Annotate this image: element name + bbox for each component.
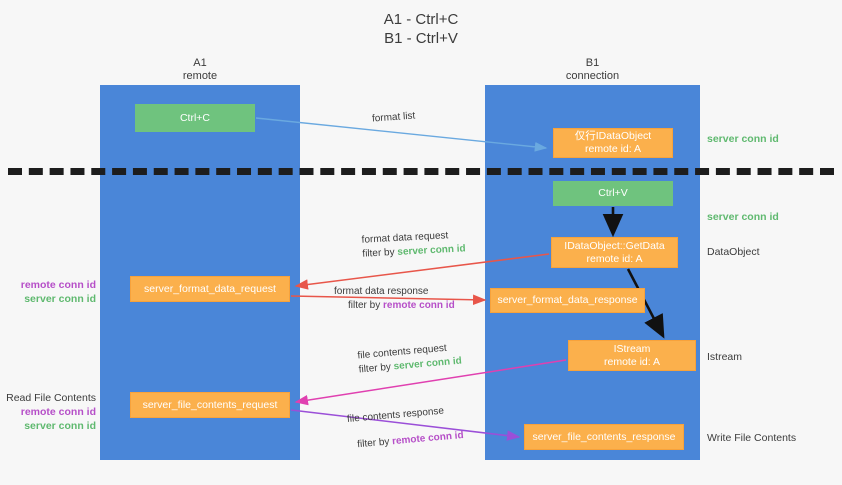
message-file-resp-prefix: filter by <box>356 436 393 451</box>
lane-header-a1: A1 remote <box>100 57 300 83</box>
note-write-file-contents: Write File Contents <box>707 432 797 444</box>
node-idataobject-line1: 仅行IDataObject <box>574 130 652 142</box>
note-group1-server-conn-id: server conn id <box>24 293 96 305</box>
node-ctrl-v-label: Ctrl+V <box>598 187 628 199</box>
node-istream-line1: IStream <box>613 342 651 355</box>
node-fmt-req-label: server_format_data_request <box>144 282 276 295</box>
phase-divider <box>8 168 834 175</box>
message-fmt-req-prefix: filter by <box>362 246 398 260</box>
message-label-format-data-request: format data request filter by server con… <box>361 228 466 261</box>
title-line-1: A1 - Ctrl+C <box>383 11 459 28</box>
node-idataobject-getdata[interactable]: IDataObject::GetData remote id: A <box>551 237 678 268</box>
note-group1-remote-conn-id: remote conn id <box>20 279 96 291</box>
node-getdata-line2: remote id: A <box>586 252 643 265</box>
note-istream: Istream <box>707 351 743 363</box>
node-ctrl-v[interactable]: Ctrl+V <box>553 181 673 206</box>
message-file-resp-line1: file contents response <box>346 405 445 426</box>
message-file-resp-highlight: remote conn id <box>391 429 465 448</box>
message-label-file-contents-response: file contents response filter by remote … <box>346 403 464 453</box>
note-read-file-contents-heading: Read File Contents <box>6 392 96 404</box>
node-server-file-contents-response[interactable]: server_file_contents_response <box>524 424 684 450</box>
node-idataobject-line2: remote id: A <box>584 143 642 155</box>
note-conn-ids-group-1: remote conn id server conn id <box>0 278 96 306</box>
diagram-title: A1 - Ctrl+C B1 - Ctrl+V <box>0 10 842 48</box>
note-server-conn-id-top: server conn id <box>707 133 779 145</box>
lane-a1-title: A1 <box>193 57 207 69</box>
node-istream-line2: remote id: A <box>603 355 661 368</box>
message-file-resp-line2: filter by remote conn id <box>357 429 465 452</box>
node-ctrl-c[interactable]: Ctrl+C <box>135 104 255 132</box>
message-fmt-resp-line2: filter by remote conn id <box>348 299 455 313</box>
node-istream[interactable]: IStream remote id: A <box>568 340 696 371</box>
node-fmt-resp-label: server_format_data_response <box>497 294 638 306</box>
node-server-format-data-request[interactable]: server_format_data_request <box>130 276 290 302</box>
node-file-req-label: server_file_contents_request <box>142 398 278 411</box>
note-group2-remote-conn-id: remote conn id <box>20 406 96 418</box>
node-server-file-contents-request[interactable]: server_file_contents_request <box>130 392 290 418</box>
message-fmt-resp-line1: format data response <box>334 286 429 297</box>
note-dataobject: DataObject <box>707 246 760 258</box>
note-conn-ids-group-2: Read File Contents remote conn id server… <box>0 391 96 433</box>
message-fmt-resp-prefix: filter by <box>348 300 384 311</box>
message-file-req-prefix: filter by <box>358 361 395 376</box>
lane-b1-subtitle: connection <box>565 70 620 82</box>
node-ctrl-c-label: Ctrl+C <box>179 111 211 124</box>
title-line-2: B1 - Ctrl+V <box>384 30 458 47</box>
node-idataobject[interactable]: 仅行IDataObject remote id: A <box>553 128 673 158</box>
node-file-resp-label: server_file_contents_response <box>532 430 676 443</box>
lane-a1-subtitle: remote <box>182 70 218 82</box>
node-server-format-data-response[interactable]: server_format_data_response <box>490 288 645 313</box>
node-getdata-line1: IDataObject::GetData <box>564 239 665 252</box>
lane-header-b1: B1 connection <box>485 57 700 83</box>
message-label-file-contents-request: file contents request filter by server c… <box>357 341 462 378</box>
message-fmt-resp-highlight: remote conn id <box>383 300 455 311</box>
note-group2-server-conn-id: server conn id <box>24 420 96 432</box>
message-fmt-req-highlight: server conn id <box>397 243 466 258</box>
note-server-conn-id-mid: server conn id <box>707 211 779 223</box>
lane-b1-title: B1 <box>585 57 600 69</box>
message-format-list-line1: format list <box>371 110 416 125</box>
message-label-format-list: format list <box>372 110 416 127</box>
message-label-format-data-response: format data response filter by remote co… <box>334 285 455 313</box>
